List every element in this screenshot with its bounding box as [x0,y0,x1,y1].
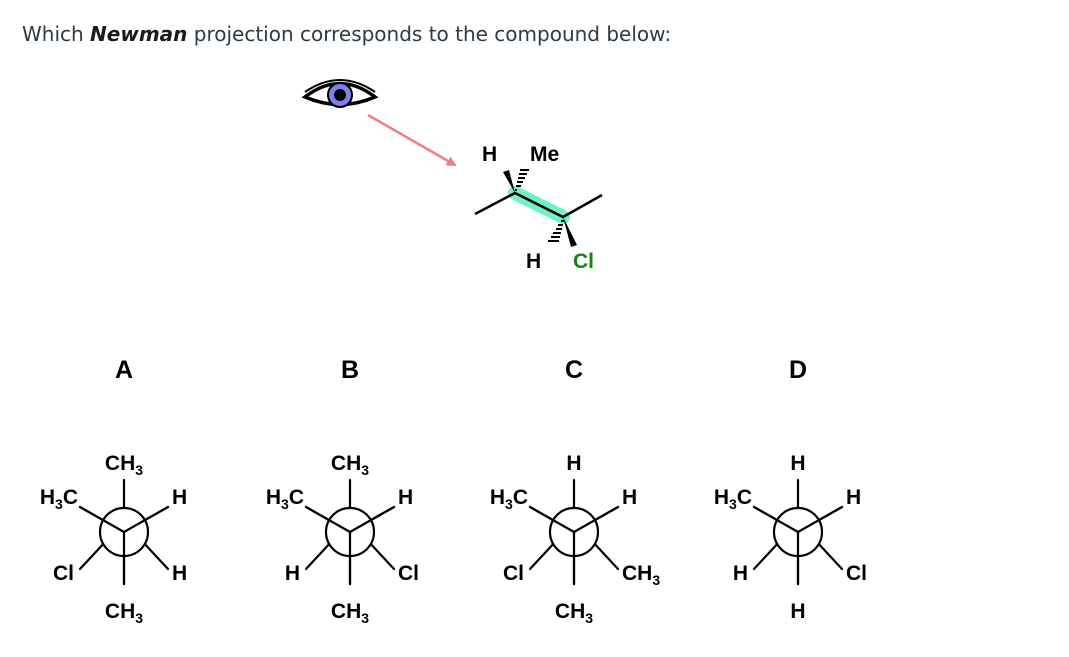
label-upper-left: H3C [40,486,78,512]
option-letter: C [565,356,583,384]
label-lower-left: Cl [53,562,74,585]
compound-label-top-left: H [482,143,497,166]
label-lower-left: H [733,562,748,585]
question-text: Which Newman projection corresponds to t… [22,22,671,46]
eye-icon [301,79,379,108]
question-prefix: Which [22,22,91,46]
label-top: CH3 [331,452,369,478]
label-bottom: CH3 [105,600,143,626]
label-upper-left: H3C [266,486,304,512]
compound-structure: H Me H Cl [474,143,603,273]
label-upper-left: H3C [714,486,752,512]
label-lower-right: Cl [846,562,867,585]
label-upper-right: H [398,486,413,509]
label-lower-right: CH3 [622,562,660,588]
label-upper-right: H [846,486,861,509]
label-lower-left: H [285,562,300,585]
label-lower-right: H [172,562,187,585]
compound-label-top-right: Me [530,143,559,166]
option-letter: A [115,356,133,384]
label-top: CH3 [105,452,143,478]
arrow-icon [367,113,457,167]
label-bottom: H [790,600,805,623]
label-upper-right: H [172,486,187,509]
question-emphasis: Newman [90,22,188,46]
option-letter: B [341,356,359,384]
option-letter: D [789,356,807,384]
compound-label-bottom-right: Cl [573,250,594,273]
label-upper-left: H3C [490,486,528,512]
label-top: H [790,452,805,475]
label-bottom: CH3 [331,600,369,626]
label-top: H [566,452,581,475]
label-bottom: CH3 [555,600,593,626]
label-lower-left: Cl [503,562,524,585]
label-upper-right: H [622,486,637,509]
compound-label-bottom-left: H [526,250,541,273]
label-lower-right: Cl [398,562,419,585]
question-suffix: projection corresponds to the compound b… [187,22,672,46]
